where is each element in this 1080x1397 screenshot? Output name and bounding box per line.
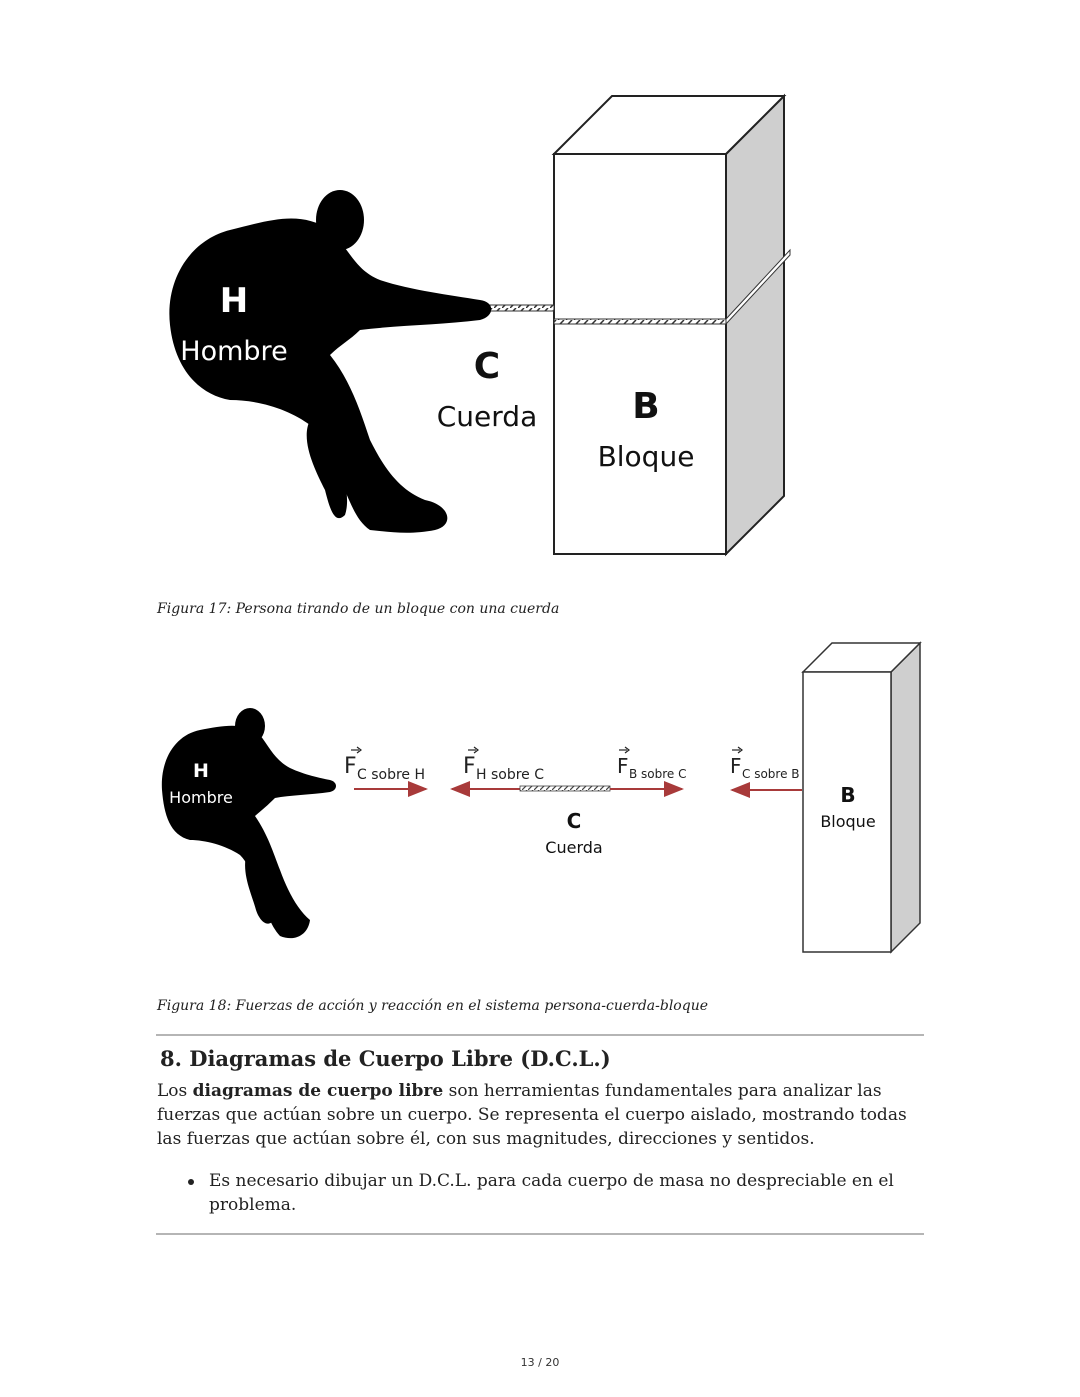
- force-h-sobre-c: F H sobre C: [450, 746, 544, 797]
- force-c-sobre-b: F C sobre B: [730, 746, 802, 798]
- bullet-list: Es necesario dibujar un D.C.L. para cada…: [157, 1169, 927, 1217]
- svg-text:H sobre C: H sobre C: [476, 767, 544, 783]
- man-silhouette-icon: [169, 190, 492, 533]
- figure-17-image: H Hombre C Cuerda B Bloque: [169, 93, 791, 557]
- paragraph-text: Los: [157, 1081, 193, 1101]
- divider-bottom: [156, 1233, 924, 1235]
- man-name: Hombre: [169, 788, 233, 807]
- block-side-face: [725, 93, 785, 557]
- block-name: Bloque: [598, 440, 695, 473]
- figure-17-caption: Figura 17: Persona tirando de un bloque …: [157, 601, 560, 617]
- paragraph-text: son herramientas fundamentales para anal…: [157, 1081, 907, 1149]
- svg-text:B sobre C: B sobre C: [629, 767, 687, 781]
- man-silhouette-icon: [161, 708, 336, 939]
- block-front-face: [553, 153, 727, 555]
- force-c-sobre-h: F C sobre H: [344, 746, 428, 797]
- svg-text:F: F: [344, 754, 357, 779]
- man-name: Hombre: [180, 336, 287, 367]
- section-paragraph: Los diagramas de cuerpo libre son herram…: [157, 1079, 927, 1151]
- divider-top: [156, 1034, 924, 1036]
- section-heading: 8. Diagramas de Cuerpo Libre (D.C.L.): [160, 1046, 611, 1071]
- force-b-sobre-c: F B sobre C: [610, 746, 687, 797]
- rope: [489, 304, 555, 312]
- block-front-face: [802, 671, 892, 953]
- svg-text:F: F: [730, 754, 742, 778]
- svg-text:F: F: [617, 754, 629, 778]
- block-letter: B: [840, 783, 855, 807]
- rope-letter: C: [474, 346, 500, 387]
- svg-text:F: F: [463, 754, 476, 779]
- rope-name: Cuerda: [437, 400, 537, 433]
- man-letter: H: [193, 760, 209, 782]
- man-letter: H: [220, 281, 248, 321]
- block-letter: B: [632, 386, 659, 427]
- svg-text:C sobre B: C sobre B: [742, 767, 800, 781]
- figure-18-caption: Figura 18: Fuerzas de acción y reacción …: [157, 998, 708, 1014]
- paragraph-bold-term: diagramas de cuerpo libre: [192, 1081, 444, 1101]
- figure-18-image: H Hombre F C sobre H F H sobre C F B sob…: [161, 641, 922, 954]
- list-item: Es necesario dibujar un D.C.L. para cada…: [157, 1169, 927, 1217]
- block-name: Bloque: [820, 812, 875, 831]
- block-side-face: [890, 641, 921, 954]
- rope-name: Cuerda: [545, 838, 602, 857]
- rope: [519, 785, 611, 792]
- svg-text:C sobre H: C sobre H: [357, 767, 425, 783]
- bullet-icon: [188, 1179, 194, 1185]
- page-number: 13 / 20: [520, 1356, 560, 1369]
- rope-letter: C: [567, 809, 582, 833]
